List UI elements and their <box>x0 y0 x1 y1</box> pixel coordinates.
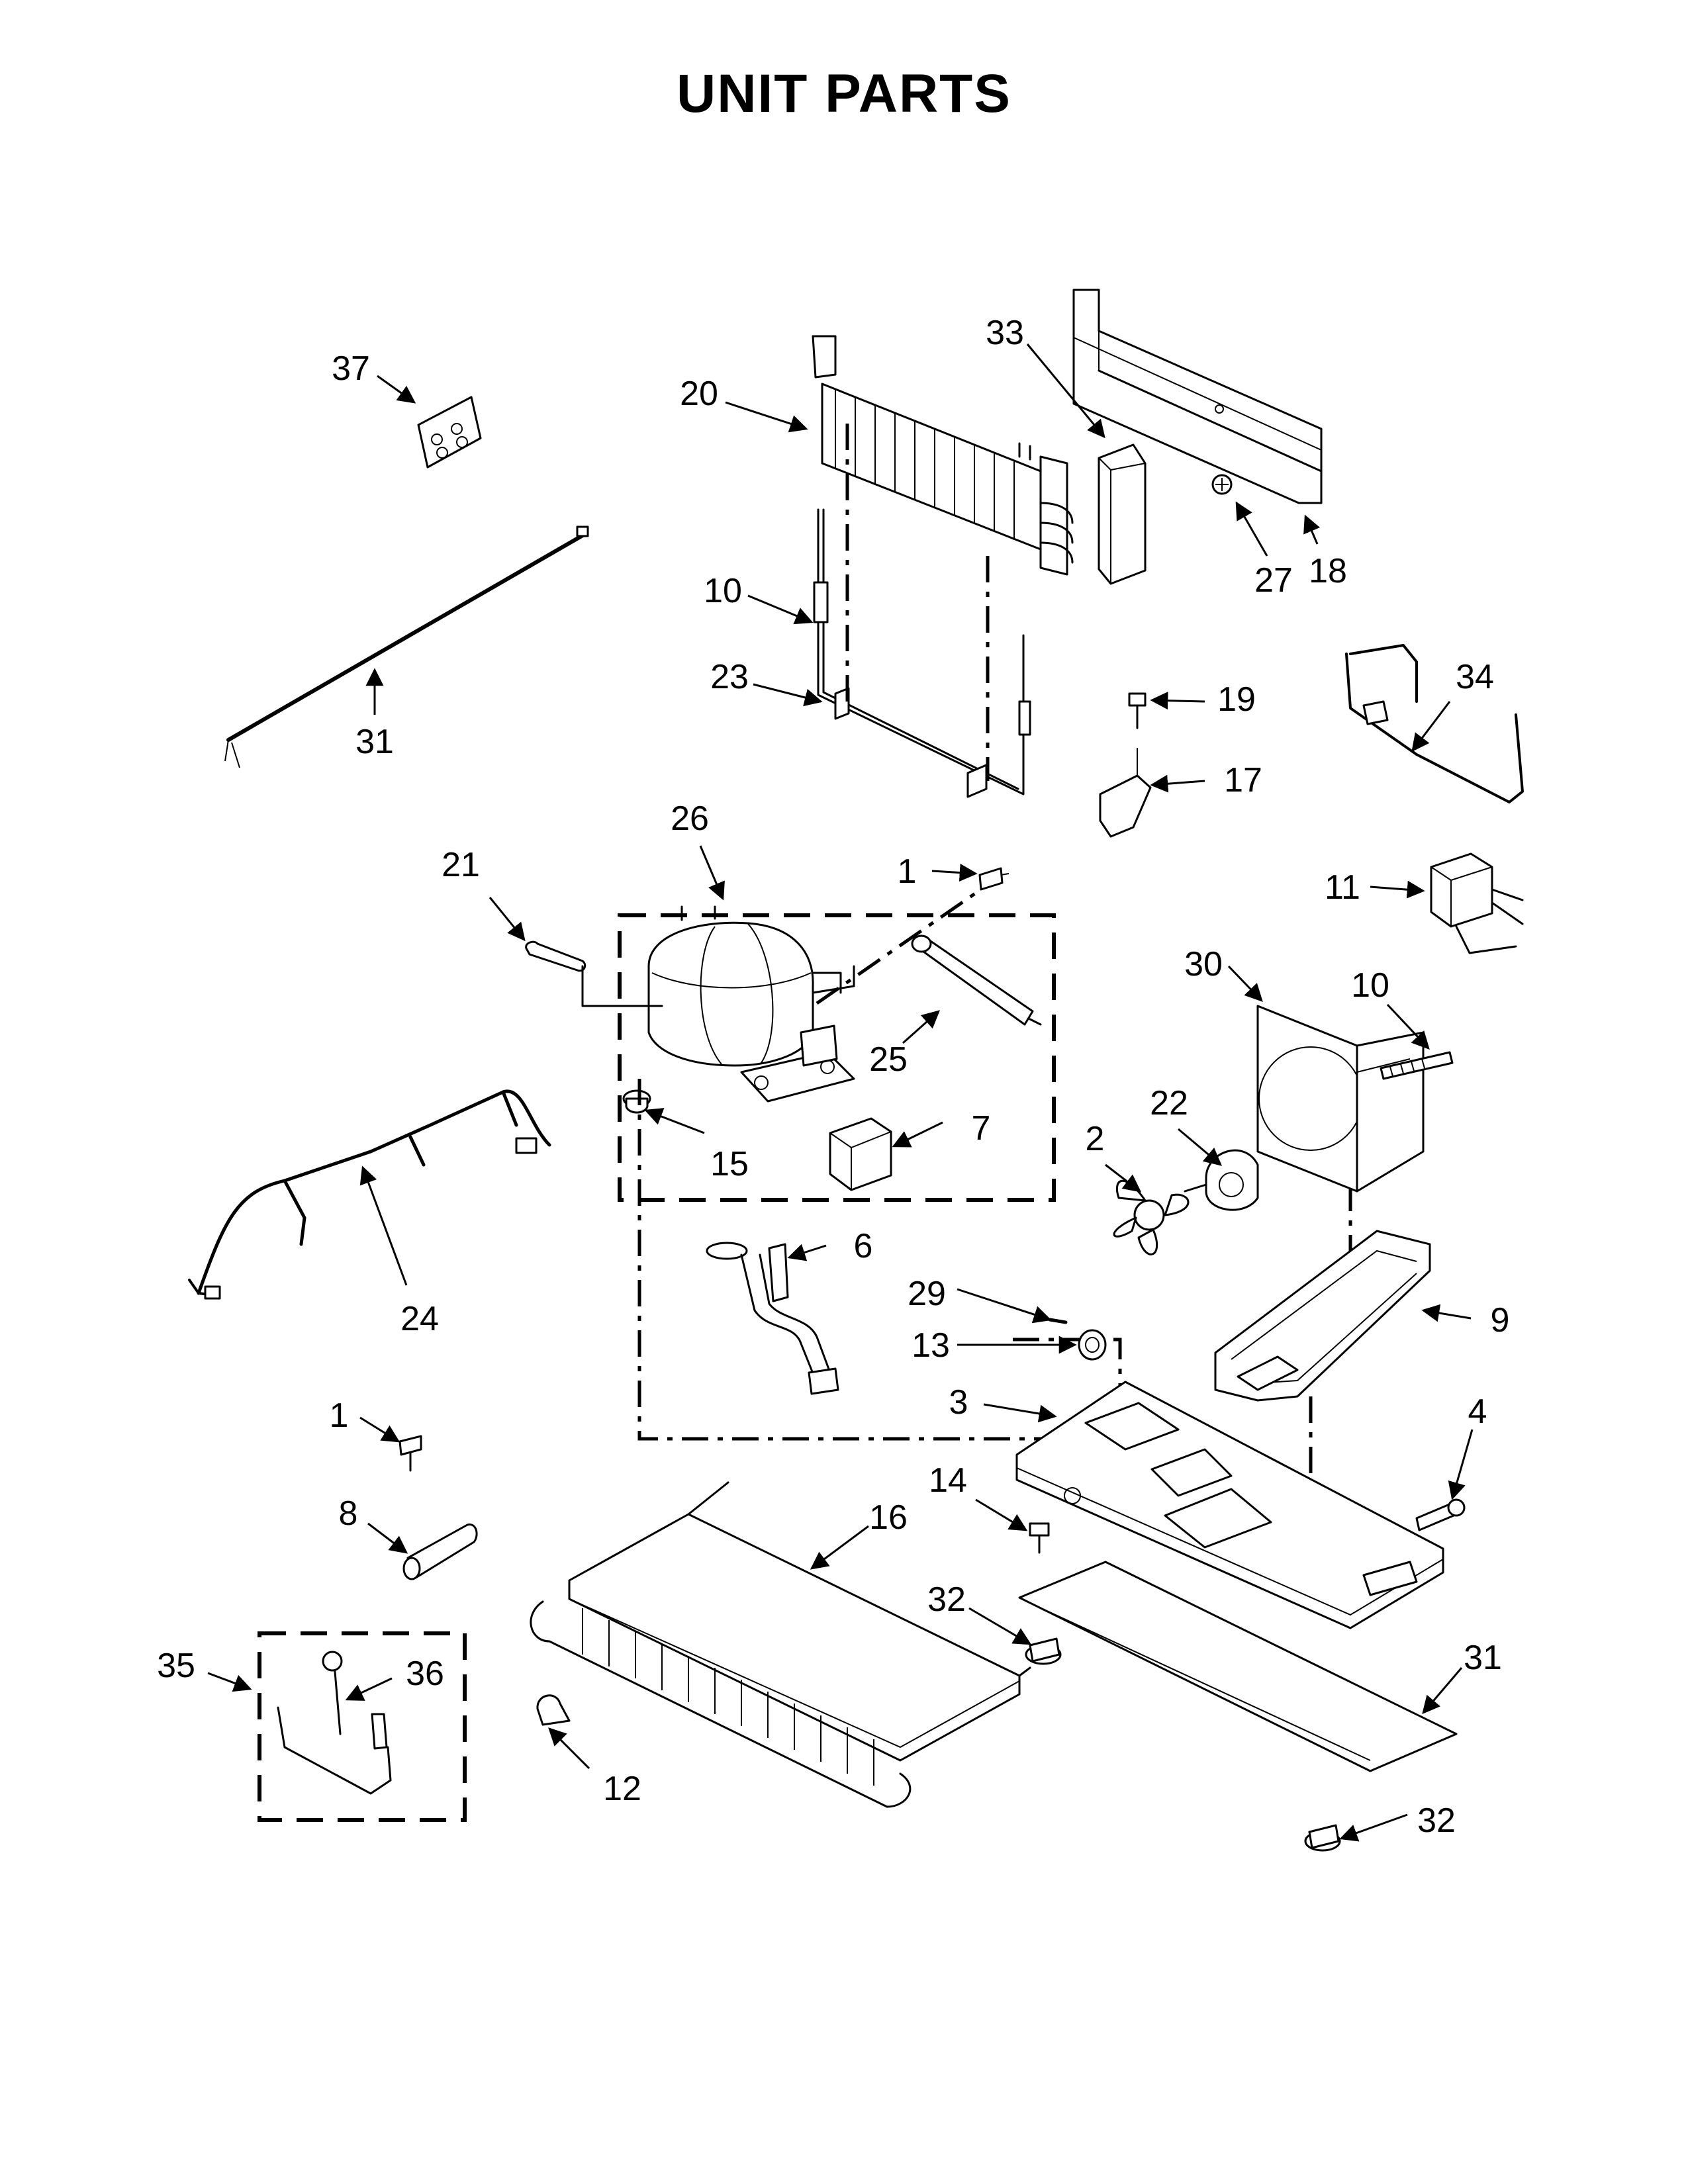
part-1-screw-top <box>978 867 1009 891</box>
part-30-wire-harness <box>224 525 589 768</box>
callout-26: 26 <box>671 799 709 838</box>
part-22-fan-motor <box>1184 1149 1259 1211</box>
callout-17: 17 <box>1224 761 1262 799</box>
callout-36: 36 <box>406 1655 444 1693</box>
callout-25: 25 <box>869 1040 908 1079</box>
part-27-screw <box>1211 474 1233 495</box>
callout-35: 35 <box>157 1647 195 1685</box>
callout-16: 16 <box>869 1498 908 1537</box>
callout-8: 9 <box>1491 1301 1510 1340</box>
callout-37: 37 <box>332 349 370 388</box>
part-33-insulation-block <box>1098 443 1147 585</box>
part-26-compressor <box>647 905 855 1103</box>
part-29-fan-shroud <box>1256 1005 1425 1193</box>
page-title: UNIT PARTS <box>677 64 1011 124</box>
part-10-rod-and-part-23-bracket <box>813 508 1031 798</box>
part-17-clip <box>1099 748 1152 838</box>
part-9-screw <box>1380 1051 1454 1080</box>
part-3-base-plate <box>1015 1381 1444 1629</box>
callout-21: 21 <box>442 846 480 884</box>
callout-14: 14 <box>929 1461 967 1500</box>
part-25-filter-drier <box>911 934 1042 1026</box>
callout-15: 15 <box>710 1145 749 1183</box>
callout-32-lower: 32 <box>1417 1801 1456 1840</box>
alignment-line <box>816 890 978 1005</box>
callout-13: 13 <box>912 1326 950 1365</box>
part-26-group-outline <box>618 913 1056 1202</box>
callout-18: 18 <box>1309 552 1347 590</box>
callout-12: 12 <box>603 1770 641 1808</box>
part-36-sensor <box>277 1651 392 1795</box>
callout-10: 10 <box>704 572 742 610</box>
part-6-overload <box>829 1117 892 1191</box>
callout-31: 31 <box>1464 1639 1502 1677</box>
callout-6: 7 <box>972 1109 991 1148</box>
callout-leaders <box>207 343 1474 1842</box>
part-16-coil <box>530 1481 1031 1808</box>
part-31-insulation-strip <box>1018 1561 1458 1772</box>
part-18-cover-channel <box>1072 289 1323 504</box>
part-34-tubing <box>1345 644 1524 803</box>
part-28-pin <box>1048 1318 1068 1324</box>
part-11-relay <box>1430 852 1524 954</box>
alignment-line <box>637 1079 1123 1441</box>
part-8-drain-pan <box>1214 1230 1431 1402</box>
callout-27: 27 <box>1254 561 1293 600</box>
callout-3: 3 <box>949 1383 968 1422</box>
callout-22: 22 <box>1150 1084 1188 1122</box>
callout-32-upper: 32 <box>927 1580 966 1619</box>
part-14-screw <box>1029 1522 1050 1554</box>
callout-7: 8 <box>339 1494 358 1533</box>
callout-34: 34 <box>1456 658 1494 696</box>
part-21-strap <box>525 940 663 1007</box>
callout-11: 11 <box>1325 868 1360 907</box>
callout-2: 2 <box>1086 1120 1105 1158</box>
part-32-foot-lower <box>1304 1824 1341 1852</box>
part-15-grommet <box>622 1089 651 1114</box>
callout-30: 31 <box>355 723 394 761</box>
callout-9: 10 <box>1351 966 1389 1005</box>
part-20-condenser-coil <box>812 335 1074 576</box>
part-19-screw <box>1128 692 1147 729</box>
callout-labels: 37 20 33 18 27 10 23 31 19 17 34 1 26 21… <box>157 314 1509 1840</box>
callout-20: 20 <box>680 375 718 413</box>
part-5-drain-tube <box>706 1242 839 1395</box>
callout-19: 19 <box>1217 680 1256 719</box>
callout-5: 6 <box>854 1227 873 1265</box>
part-37-control-plate <box>417 396 482 469</box>
part-24-main-harness <box>188 1089 551 1300</box>
callout-4: 4 <box>1468 1392 1487 1431</box>
callout-28: 29 <box>908 1275 946 1313</box>
part-32-foot-upper <box>1025 1637 1062 1665</box>
part-12-bracket <box>536 1694 571 1726</box>
callout-33: 33 <box>986 314 1024 352</box>
callout-1-lower: 1 <box>330 1396 349 1435</box>
part-35-group-outline <box>258 1631 467 1822</box>
callout-1-top: 1 <box>898 852 917 891</box>
part-13-grommet <box>1078 1329 1107 1361</box>
callout-29: 30 <box>1184 945 1223 983</box>
callout-24: 24 <box>400 1300 439 1338</box>
part-2-fan-blade <box>1113 1179 1190 1255</box>
callout-23: 23 <box>710 658 749 696</box>
part-7-sleeve <box>402 1524 478 1580</box>
part-1-screw-lower <box>399 1435 422 1472</box>
part-4-screw <box>1415 1498 1466 1531</box>
